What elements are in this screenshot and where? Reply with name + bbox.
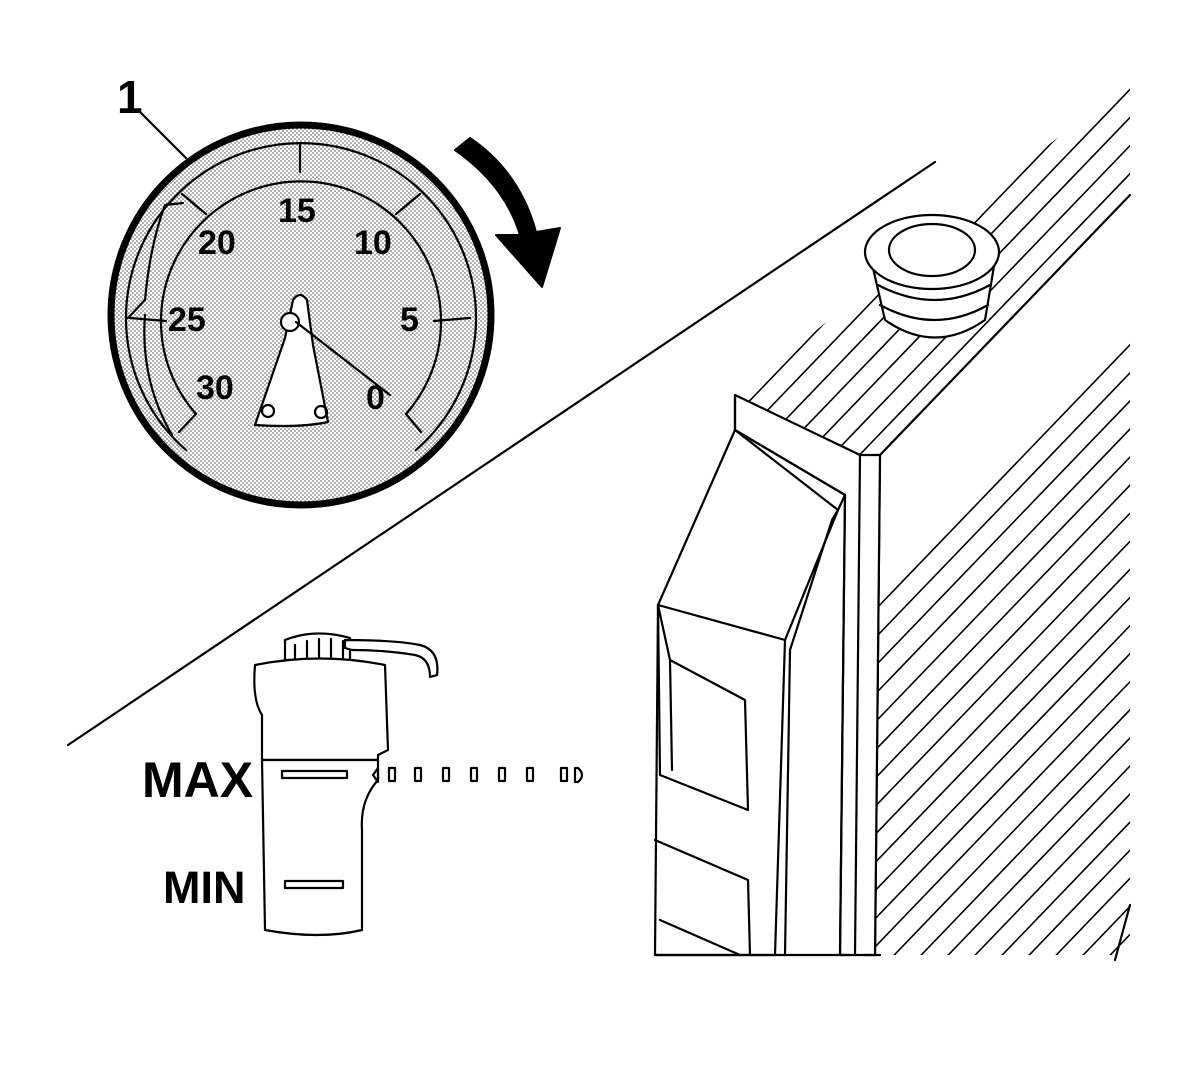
radiator-fin-line — [958, 271, 1130, 955]
scale-label-5: 5 — [400, 301, 419, 339]
gauge-needle — [253, 293, 392, 428]
radiator-fin-line — [985, 82, 1130, 455]
radiator-filler-neck — [863, 213, 1001, 339]
radiator-core-fins — [875, 271, 1130, 955]
min-label: MIN — [163, 862, 246, 913]
radiator-fin-line — [875, 271, 1130, 955]
scale-label-15: 15 — [278, 192, 316, 230]
radiator-fin-line — [1012, 271, 1130, 955]
min-mark — [283, 879, 345, 890]
radiator-fin-line — [904, 271, 1130, 955]
radiator — [653, 82, 1200, 962]
scale-label-10: 10 — [354, 224, 392, 262]
radiator-fin-line — [875, 271, 1130, 955]
radiator-fin-line — [1093, 271, 1130, 955]
radiator-fin-line — [875, 271, 1130, 955]
radiator-fin-line — [875, 271, 1130, 955]
radiator-fin-line — [875, 271, 1130, 955]
radiator-fin-line — [875, 271, 1130, 955]
max-mark — [280, 769, 349, 780]
max-label: MAX — [142, 752, 253, 808]
radiator-fin-line — [875, 271, 1130, 955]
radiator-fin-line — [1066, 271, 1130, 955]
coolant-bottle: MAX MIN — [142, 632, 584, 937]
radiator-fin-line — [877, 271, 1130, 955]
scale-label-20: 20 — [198, 224, 236, 262]
radiator-fin-line — [1148, 83, 1200, 520]
callout-number: 1 — [117, 71, 143, 123]
pressure-gauge: 1 15 20 10 25 5 30 0 — [107, 71, 561, 509]
level-dotted-line — [371, 766, 584, 784]
radiator-fin-line — [875, 271, 1130, 955]
divider-line — [66, 160, 937, 747]
radiator-fin-line — [1120, 271, 1130, 955]
scale-label-25: 25 — [168, 301, 206, 339]
radiator-fin-line — [796, 82, 1130, 455]
radiator-fin-line — [1120, 82, 1130, 455]
scale-label-0: 0 — [366, 379, 385, 417]
radiator-fin-line — [931, 271, 1130, 955]
radiator-fin-line — [1039, 82, 1130, 455]
scale-label-30: 30 — [196, 369, 234, 407]
radiator-fin-line — [875, 271, 1130, 955]
radiator-fin-line — [875, 271, 1130, 955]
radiator-fin-line — [1093, 82, 1130, 455]
rotation-arrow-icon — [454, 137, 561, 288]
radiator-fin-line — [1066, 82, 1130, 455]
radiator-side-tank — [653, 393, 882, 957]
radiator-fin-line — [985, 271, 1130, 955]
radiator-fin-line — [875, 271, 1130, 955]
callout-leader — [138, 110, 188, 160]
radiator-fin-line — [875, 271, 1130, 955]
radiator-fin-line — [875, 271, 1130, 955]
